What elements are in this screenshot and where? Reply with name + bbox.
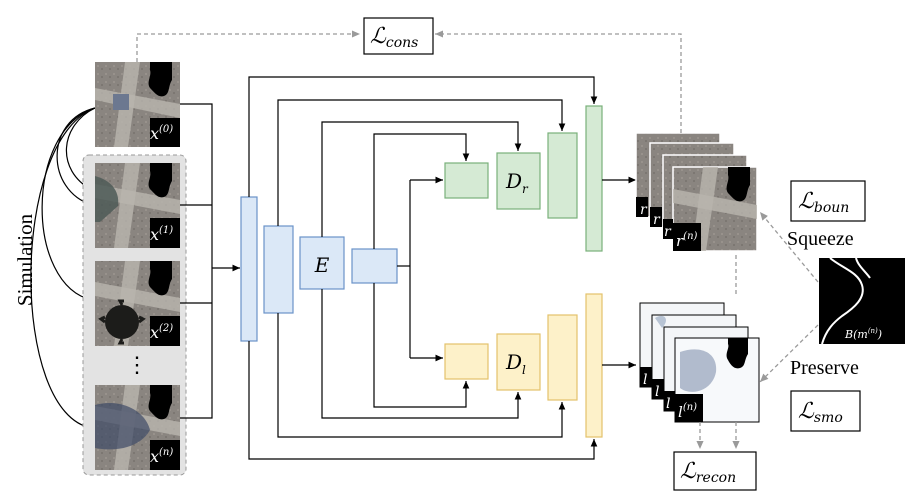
svg-text:r: r: [664, 224, 672, 240]
input-merge-lines: [180, 103, 240, 419]
decoder-r-label: Dr: [505, 169, 529, 196]
svg-text:r: r: [653, 212, 661, 228]
svg-text:l: l: [655, 384, 659, 400]
output-r-label: r(n): [676, 231, 698, 250]
loss-boun-box: ℒboun: [790, 180, 866, 222]
svg-text:ℒsmo: ℒsmo: [798, 399, 843, 426]
input-label-1: x(1): [150, 225, 173, 244]
boundary-mask: B(m(n)): [819, 257, 905, 345]
skip-connections-top: [248, 76, 598, 249]
input-tile-n: x(n): [95, 385, 180, 470]
mask-label: B(m(n)): [844, 327, 882, 341]
loss-recon-box: ℒrecon: [673, 451, 757, 491]
loss-smo-box: ℒsmo: [790, 390, 861, 432]
input-tile-2: x(2): [95, 261, 180, 346]
input-tile-1: x(1): [95, 163, 180, 248]
encoder-label: E: [314, 253, 330, 277]
svg-text:l: l: [643, 372, 647, 388]
output-arrows: [602, 176, 636, 369]
output-r-stack: r r r r(n): [635, 132, 758, 252]
decoder-r-blocks: [444, 105, 603, 252]
svg-text:ℒboun: ℒboun: [798, 189, 849, 216]
output-l-stack: l l l l(n): [639, 302, 760, 423]
input-label-2: x(2): [150, 323, 173, 342]
input-tile-0: x(0): [95, 62, 180, 147]
input-label-0: x(0): [150, 124, 173, 143]
loss-cons-box: ℒcons: [363, 17, 434, 55]
decoder-l-label: Dl: [505, 350, 526, 377]
svg-text:r: r: [640, 202, 648, 218]
preserve-label: Preserve: [790, 357, 859, 379]
svg-text:l: l: [666, 396, 670, 412]
decoder-l-blocks: [444, 293, 603, 438]
bottleneck-branch: [397, 176, 443, 362]
svg-text:ℒcons: ℒcons: [370, 24, 418, 51]
output-l-label: l(n): [678, 402, 697, 421]
squeeze-label: Squeeze: [787, 228, 854, 250]
input-label-n: x(n): [150, 447, 173, 466]
svg-text:ℒrecon: ℒrecon: [680, 459, 736, 486]
simulation-label: Simulation: [13, 213, 37, 306]
ellipsis-dots: ⋮: [126, 353, 148, 378]
skip-connections-bottom: [248, 283, 598, 460]
loss-connectors: [136, 30, 819, 449]
simulation-arcs: [30, 107, 96, 431]
